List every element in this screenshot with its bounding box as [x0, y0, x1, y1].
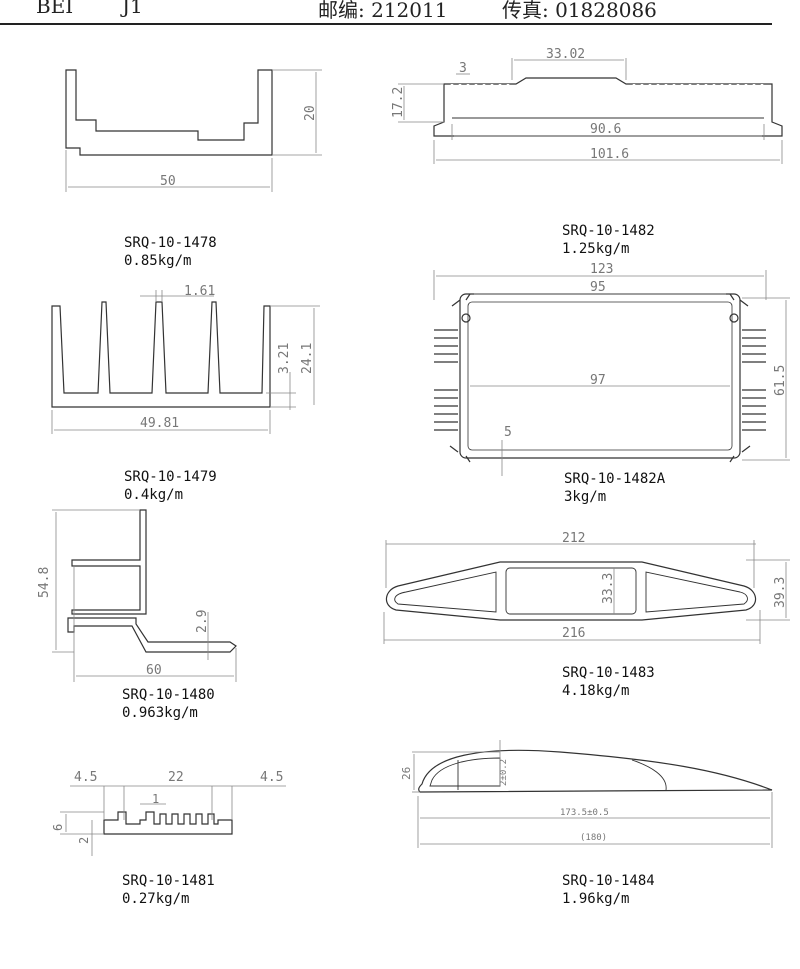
part-weight: 4.18kg/m: [562, 683, 630, 699]
part-code: SRQ-10-1479: [124, 469, 217, 485]
dim-1479-height-a: 3.21: [277, 343, 292, 374]
dim-1480-width: 60: [146, 663, 162, 678]
dim-1482-center: 33.02: [546, 47, 585, 62]
profile-1482a: 123 95 97 61.5 5: [433, 262, 790, 476]
dim-1482a-overall: 123: [590, 262, 613, 277]
profile-1480: 60 54.8 2.9: [37, 509, 237, 682]
dim-1482a-height: 61.5: [773, 365, 788, 396]
dim-1482a-mid: 97: [590, 373, 606, 388]
profile-1484: 26 2±0.2 173.5±0.5 (180): [400, 740, 773, 848]
caption-1478: SRQ-10-1478 0.85kg/m: [124, 234, 217, 270]
dim-1482-height: 17.2: [391, 87, 406, 118]
part-weight: 1.25kg/m: [562, 241, 630, 257]
part-code: SRQ-10-1480: [122, 687, 215, 703]
dim-1481-gap: 1: [152, 792, 159, 806]
profile-1481: 4.5 22 4.5 1 6 2: [51, 770, 286, 856]
part-weight: 0.85kg/m: [124, 253, 192, 269]
part-code: SRQ-10-1483: [562, 665, 655, 681]
part-weight: 0.963kg/m: [122, 705, 198, 721]
dim-1482-pitch: 3: [459, 61, 467, 76]
dim-1479-height-b: 24.1: [300, 343, 315, 374]
dim-1483-inner: 33.3: [601, 573, 616, 604]
dim-1484-height: 26: [400, 767, 413, 780]
dim-1478-width: 50: [160, 174, 176, 189]
dim-1480-step: 2.9: [195, 610, 210, 633]
dim-1481-base: 2: [77, 837, 91, 844]
profile-1478: 50 20: [65, 69, 322, 192]
dim-1482a-top: 95: [590, 280, 606, 295]
dim-1483-bottom: 216: [562, 626, 585, 641]
part-weight: 0.4kg/m: [124, 487, 184, 503]
caption-1482: SRQ-10-1482 1.25kg/m: [562, 222, 655, 258]
dim-1482-inner: 90.6: [590, 122, 621, 137]
caption-1482a: SRQ-10-1482A 3kg/m: [564, 470, 665, 506]
profile-1479: 1.61 3.21 24.1 49.81: [51, 284, 320, 434]
part-code: SRQ-10-1482: [562, 223, 655, 239]
dim-1481-right: 4.5: [260, 770, 283, 785]
part-code: SRQ-10-1484: [562, 873, 655, 889]
dim-1479-fin: 1.61: [184, 284, 215, 299]
part-weight: 0.27kg/m: [122, 891, 190, 907]
dim-1481-left: 4.5: [74, 770, 97, 785]
caption-1481: SRQ-10-1481 0.27kg/m: [122, 872, 215, 908]
caption-1479: SRQ-10-1479 0.4kg/m: [124, 468, 217, 504]
dim-1483-height: 39.3: [773, 577, 788, 608]
header-postcode: 邮编: 212011: [318, 0, 448, 22]
header-fax: 传真: 01828086: [502, 0, 657, 22]
part-code: SRQ-10-1481: [122, 873, 215, 889]
part-code: SRQ-10-1478: [124, 235, 217, 251]
dim-1481-mid: 22: [168, 770, 184, 785]
caption-1480: SRQ-10-1480 0.963kg/m: [122, 686, 215, 722]
caption-1484: SRQ-10-1484 1.96kg/m: [562, 872, 655, 908]
profile-1483: 212 216 33.3 39.3: [383, 531, 790, 644]
dim-1480-height: 54.8: [37, 567, 52, 598]
dim-1479-width: 49.81: [140, 416, 179, 431]
dim-1482-overall: 101.6: [590, 147, 629, 162]
part-code: SRQ-10-1482A: [564, 471, 666, 487]
header-left-a: BEI: [36, 0, 74, 18]
dim-1484-web: 2±0.2: [499, 759, 509, 786]
dim-1482a-slot: 5: [504, 425, 512, 440]
part-weight: 3kg/m: [564, 489, 607, 505]
profile-1482: 3 33.02 17.2 90.6 101.6: [391, 47, 783, 164]
part-weight: 1.96kg/m: [562, 891, 630, 907]
dim-1483-top: 212: [562, 531, 585, 546]
dim-1484-overall: (180): [580, 833, 607, 843]
dim-1484-chord: 173.5±0.5: [560, 808, 609, 818]
dim-1481-height: 6: [51, 824, 65, 831]
header-rule: [0, 23, 772, 25]
dim-1478-height: 20: [303, 105, 318, 121]
caption-1483: SRQ-10-1483 4.18kg/m: [562, 664, 655, 700]
header-left-b: J1: [122, 0, 143, 18]
